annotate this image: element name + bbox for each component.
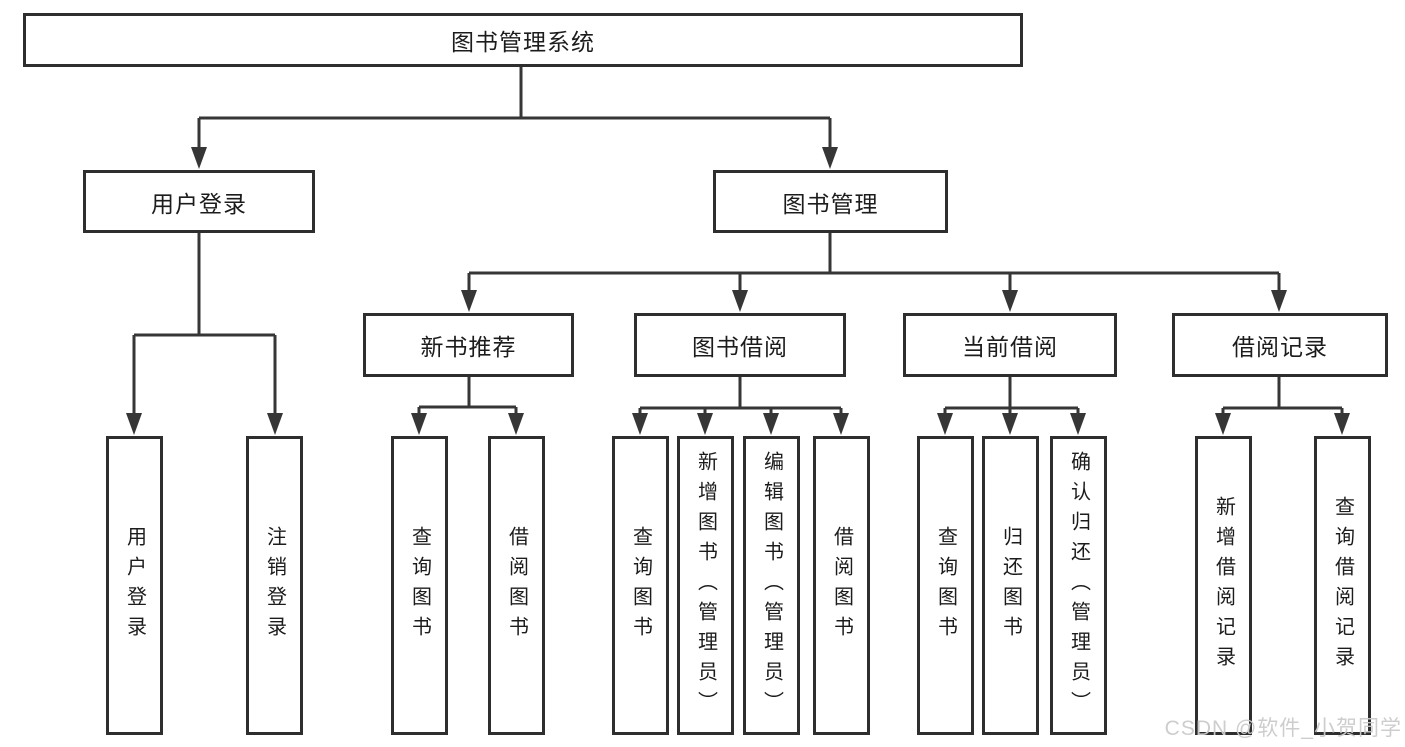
leaf-return-books: 归还图书 (982, 436, 1039, 735)
node-new-book-recommend: 新书推荐 (363, 313, 574, 377)
node-user-login: 用户登录 (83, 170, 315, 233)
leaf-confirm-return-admin: 确认归还（管理员） (1050, 436, 1107, 735)
leaf-query-books-recommend: 查询图书 (391, 436, 448, 735)
node-current-borrowing: 当前借阅 (903, 313, 1117, 377)
leaf-edit-books-admin: 编辑图书（管理员） (743, 436, 800, 735)
leaf-add-books-admin: 新增图书（管理员） (677, 436, 734, 735)
leaf-query-borrow-record: 查询借阅记录 (1314, 436, 1371, 735)
node-book-management: 图书管理 (713, 170, 948, 233)
leaf-user-login: 用户登录 (106, 436, 163, 735)
node-borrowing-records: 借阅记录 (1172, 313, 1388, 377)
leaf-query-books-borrowing: 查询图书 (612, 436, 669, 735)
node-book-borrowing: 图书借阅 (634, 313, 846, 377)
leaf-borrow-books-borrowing: 借阅图书 (813, 436, 870, 735)
leaf-add-borrow-record: 新增借阅记录 (1195, 436, 1252, 735)
leaf-query-books-current: 查询图书 (917, 436, 974, 735)
leaf-logout: 注销登录 (246, 436, 303, 735)
node-root-library-management-system: 图书管理系统 (23, 13, 1023, 67)
leaf-borrow-books-recommend: 借阅图书 (488, 436, 545, 735)
csdn-watermark: CSDN @软件_小贺同学 (1164, 717, 1402, 740)
